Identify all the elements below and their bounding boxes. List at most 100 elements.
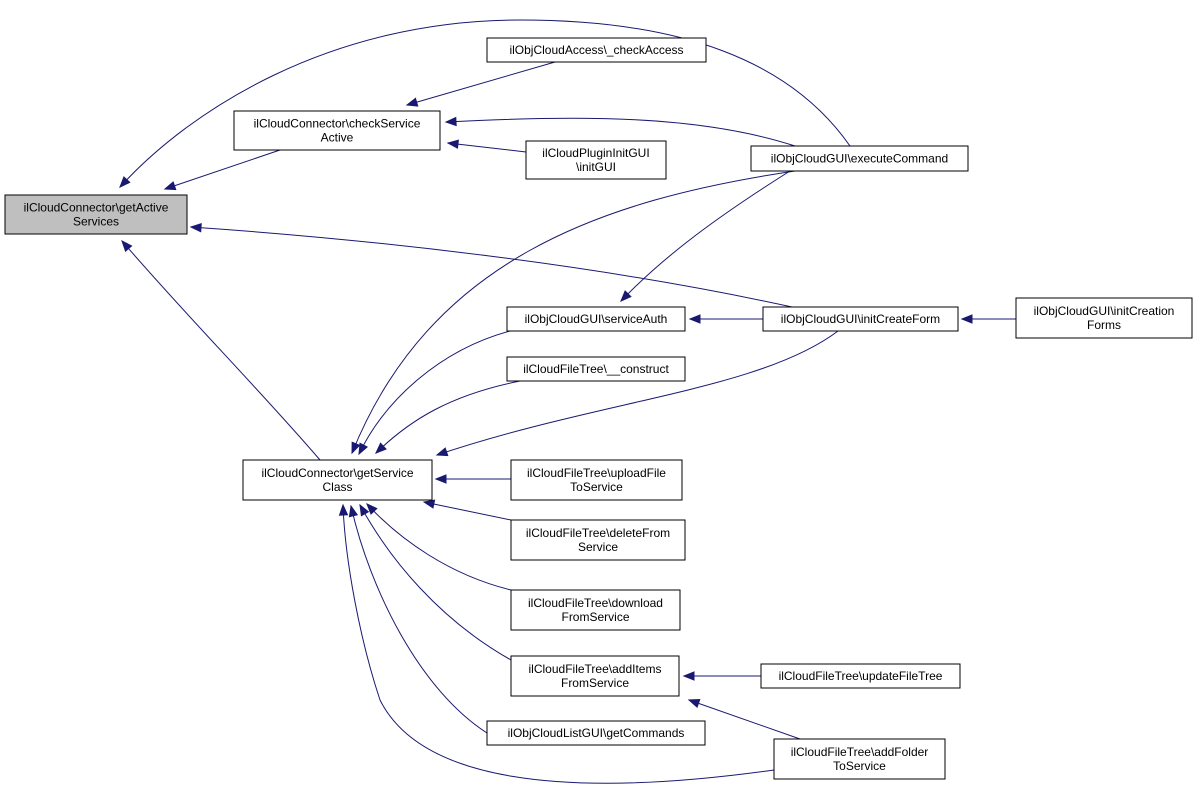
arrowhead — [688, 314, 701, 324]
node-label-line: ilCloudFileTree\deleteFrom — [526, 526, 670, 540]
node-box — [510, 519, 686, 561]
node-label-line: Class — [322, 480, 352, 494]
node-box — [1015, 297, 1193, 339]
node-label-line: ilCloudFileTree\addItems — [529, 662, 662, 676]
node-label-line: ilObjCloudGUI\executeCommand — [771, 152, 948, 166]
edge-download-from-service-to-get-service-class — [366, 503, 512, 591]
edge-check-service-active-to-get-active-services — [163, 149, 281, 191]
arrowhead — [422, 499, 436, 509]
node-construct[interactable]: ilCloudFileTree\__construct — [506, 356, 686, 382]
node-label-line: ilCloudFileTree\uploadFile — [527, 466, 666, 480]
node-execute-command[interactable]: ilObjCloudGUI\executeCommand — [750, 145, 969, 172]
arrowhead — [189, 223, 202, 233]
edge-check-access-to-check-service-active — [405, 61, 556, 107]
node-label-line: Active — [321, 131, 354, 145]
edge-get-service-class-to-get-active-services — [121, 239, 321, 461]
node-label-line: ilObjCloudGUI\initCreation — [1034, 304, 1175, 318]
edge-add-folder-to-service-to-add-items-from-service — [687, 699, 801, 740]
edge-upload-file-to-service-to-get-service-class — [434, 474, 511, 484]
node-label-line: ilCloudConnector\getService — [261, 466, 413, 480]
node-init-create-form[interactable]: ilObjCloudGUI\initCreateForm — [762, 306, 959, 332]
edge-get-commands-to-get-service-class — [348, 504, 488, 734]
node-label-line: Services — [73, 215, 119, 229]
edge-init-creation-forms-to-init-create-form — [960, 314, 1016, 324]
arrowhead — [375, 442, 387, 454]
node-label-line: ilObjCloudListGUI\getCommands — [508, 726, 685, 740]
node-label-line: FromService — [561, 676, 629, 690]
edge-update-file-tree-to-add-items-from-service — [682, 671, 761, 681]
node-label-line: ilObjCloudAccess\_checkAccess — [509, 43, 683, 57]
arrowhead — [687, 699, 701, 708]
arrowhead — [121, 239, 133, 253]
edge-init-gui-to-check-service-active — [446, 139, 527, 153]
edge-init-create-form-to-get-active-services — [189, 223, 793, 308]
node-box — [486, 37, 707, 63]
node-get-commands[interactable]: ilObjCloudListGUI\getCommands — [486, 720, 706, 746]
edge-init-create-form-to-get-service-class — [435, 330, 839, 457]
edge-service-auth-to-get-service-class — [358, 330, 511, 456]
node-box — [510, 459, 683, 501]
edge-execute-command-to-check-service-active — [444, 116, 796, 147]
node-box — [510, 589, 681, 631]
node-service-auth[interactable]: ilObjCloudGUI\serviceAuth — [506, 306, 686, 332]
node-box — [242, 459, 433, 501]
node-label-line: \initGUI — [576, 160, 616, 174]
arrowhead — [405, 97, 419, 107]
node-box — [750, 145, 969, 172]
arrowhead — [119, 176, 131, 188]
arrowhead — [435, 447, 449, 457]
node-update-file-tree[interactable]: ilCloudFileTree\updateFileTree — [760, 663, 961, 689]
edge-execute-command-to-get-service-class — [351, 170, 796, 455]
node-label-line: ilCloudFileTree\__construct — [523, 362, 669, 376]
node-label-line: ilObjCloudGUI\serviceAuth — [525, 312, 668, 326]
arrowhead — [358, 442, 369, 456]
node-box — [525, 140, 667, 180]
edge-construct-to-get-service-class — [375, 380, 521, 454]
arrowhead — [366, 503, 378, 515]
node-label-line: ilCloudConnector\getActive — [24, 201, 169, 215]
arrowhead — [338, 503, 349, 516]
arrowhead — [348, 504, 359, 518]
arrowhead — [620, 290, 632, 302]
node-init-gui[interactable]: ilCloudPluginInitGUI\initGUI — [525, 140, 667, 180]
arrowhead — [682, 671, 695, 681]
edges-layer — [119, 19, 1016, 784]
node-box — [506, 356, 686, 382]
edge-execute-command-to-service-auth — [620, 170, 791, 302]
arrowhead — [163, 181, 177, 191]
arrowhead — [434, 474, 447, 484]
node-label-line: ilCloudConnector\checkService — [254, 117, 421, 131]
node-label-line: ilObjCloudGUI\initCreateForm — [781, 312, 940, 326]
node-label-line: ToService — [833, 759, 886, 773]
node-box — [4, 194, 188, 235]
arrowhead — [446, 139, 459, 149]
edge-add-folder-to-service-to-get-service-class — [338, 503, 775, 784]
node-label-line: ToService — [570, 480, 623, 494]
node-label-line: ilCloudFileTree\updateFileTree — [779, 669, 943, 683]
node-label-line: Service — [578, 540, 618, 554]
arrowhead — [960, 314, 973, 324]
node-label-line: Forms — [1087, 318, 1121, 332]
node-box — [486, 720, 706, 746]
node-label-line: ilCloudFileTree\download — [528, 596, 663, 610]
node-box — [760, 663, 961, 689]
node-box — [773, 738, 946, 780]
node-box — [233, 110, 441, 151]
node-label-line: ilCloudFileTree\addFolder — [791, 745, 929, 759]
nodes-layer: ilCloudConnector\getActiveServicesilClou… — [4, 37, 1193, 780]
arrowhead — [444, 116, 457, 127]
edge-delete-from-service-to-get-service-class — [422, 499, 512, 521]
node-check-access[interactable]: ilObjCloudAccess\_checkAccess — [486, 37, 707, 63]
edge-init-create-form-to-service-auth — [688, 314, 763, 324]
node-label-line: FromService — [561, 610, 629, 624]
